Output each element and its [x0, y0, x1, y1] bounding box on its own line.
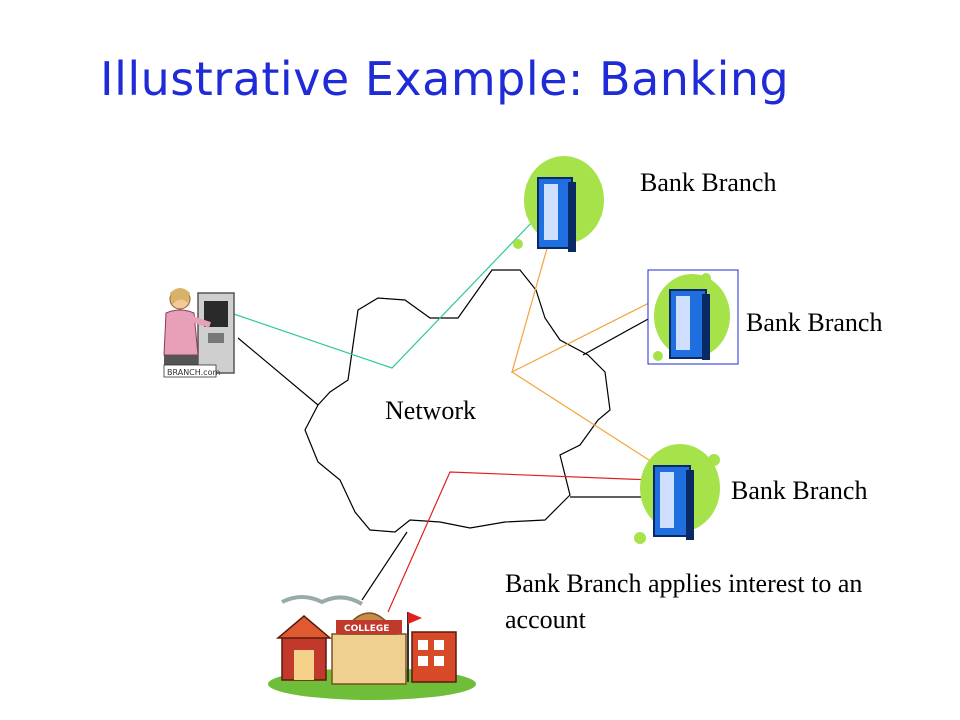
network-label: Network: [385, 396, 476, 425]
branch-connection-line-2: [511, 371, 653, 463]
svg-text:BRANCH.com: BRANCH.com: [167, 368, 220, 377]
atm-connection-line: [227, 217, 537, 369]
caption-line-1: Bank Branch applies interest to an: [505, 569, 863, 598]
atm-user-icon: BRANCH.com: [163, 288, 235, 378]
caption-line-2: account: [505, 605, 586, 634]
svg-text:COLLEGE: COLLEGE: [344, 624, 389, 634]
server-icon: [647, 269, 739, 365]
atm-stub-line: [237, 337, 319, 406]
college-connection-line: [387, 471, 653, 613]
page-title: Illustrative Example: Banking: [100, 52, 790, 106]
branch-label-1: Bank Branch: [640, 168, 777, 197]
branch-label-2: Bank Branch: [746, 308, 883, 337]
caption-note: Bank Branch applies interest to an accou…: [505, 566, 955, 638]
server-icon: [634, 444, 720, 544]
branch-label-3: Bank Branch: [731, 476, 868, 505]
network-cloud: [304, 269, 611, 533]
college-stub-line: [361, 531, 408, 601]
college-icon: COLLEGE: [268, 595, 476, 700]
branch2-stub-line: [582, 317, 651, 356]
server-icon: [513, 156, 604, 252]
